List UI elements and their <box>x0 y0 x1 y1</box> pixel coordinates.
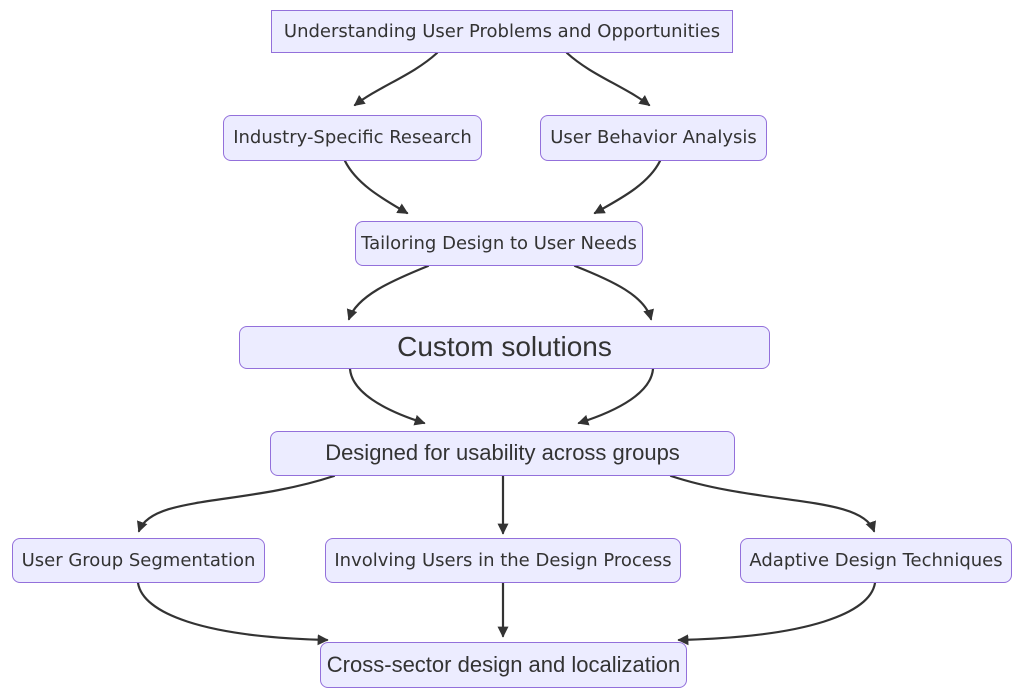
node-industry-specific-research: Industry-Specific Research <box>223 115 482 161</box>
node-cross-sector-design-localization: Cross-sector design and localization <box>320 642 687 688</box>
node-understanding-user-problems: Understanding User Problems and Opportun… <box>271 10 733 53</box>
node-label: Custom solutions <box>397 331 612 363</box>
edge-custom-solutions-usability-groups-left <box>348 367 426 426</box>
node-user-behavior-analysis: User Behavior Analysis <box>540 115 767 161</box>
node-user-group-segmentation: User Group Segmentation <box>12 538 265 583</box>
node-label: Involving Users in the Design Process <box>334 549 672 571</box>
edge-understanding-industry-research <box>353 51 439 107</box>
edge-custom-solutions-usability-groups-right <box>577 367 655 426</box>
edge-usability-groups-user-group-segmentation <box>137 474 336 533</box>
node-designed-for-usability: Designed for usability across groups <box>270 431 735 476</box>
edge-tailoring-design-custom-solutions-left <box>346 264 430 321</box>
node-label: User Group Segmentation <box>21 549 256 571</box>
node-label: Designed for usability across groups <box>325 440 680 466</box>
edge-industry-research-tailoring-design <box>343 159 409 215</box>
node-label: Tailoring Design to User Needs <box>361 232 637 254</box>
node-custom-solutions: Custom solutions <box>239 326 770 369</box>
node-label: User Behavior Analysis <box>550 127 757 149</box>
node-adaptive-design-techniques: Adaptive Design Techniques <box>740 538 1012 583</box>
node-label: Understanding User Problems and Opportun… <box>283 20 721 42</box>
node-label: Industry-Specific Research <box>233 127 472 149</box>
edge-tailoring-design-custom-solutions-right <box>573 264 654 321</box>
edge-usability-groups-adaptive-design <box>669 474 876 533</box>
edge-user-behavior-tailoring-design <box>593 159 662 215</box>
edge-adaptive-design-cross-sector <box>677 581 877 646</box>
node-label: Cross-sector design and localization <box>326 651 681 677</box>
node-involving-users-design-process: Involving Users in the Design Process <box>325 538 681 583</box>
node-tailoring-design-to-user-needs: Tailoring Design to User Needs <box>355 221 643 266</box>
node-label: Adaptive Design Techniques <box>749 549 1003 571</box>
edge-understanding-user-behavior <box>565 51 651 107</box>
edge-user-group-segmentation-cross-sector <box>136 581 329 646</box>
